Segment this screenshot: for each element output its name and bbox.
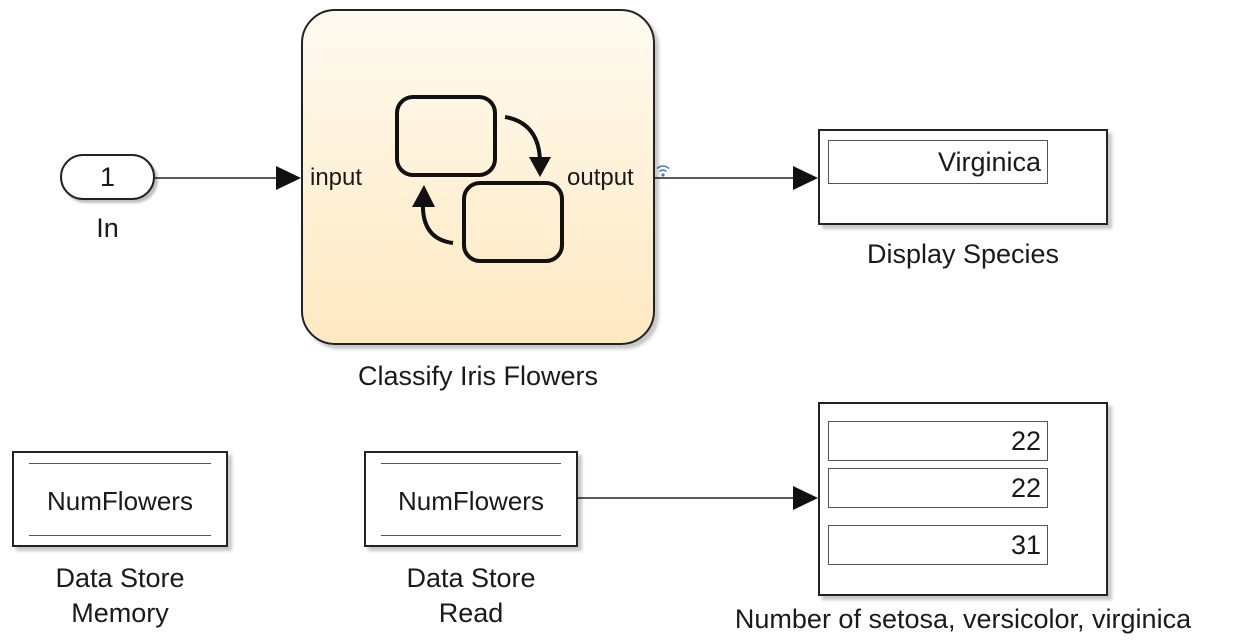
dsm-label-line1: Data Store: [55, 563, 185, 593]
display-species-label: Display Species: [866, 239, 1060, 269]
dsr-label-line1: Data Store: [406, 563, 536, 593]
signal-line-read-to-counts[interactable]: [578, 486, 818, 510]
chart-block-label: Classify Iris Flowers: [357, 361, 599, 391]
inport-block[interactable]: 1: [60, 154, 155, 200]
dsm-label-line2: Memory: [71, 598, 169, 628]
data-store-read-block[interactable]: NumFlowers: [364, 451, 578, 547]
dsm-bottom-rule: [29, 535, 211, 536]
inport-number: 1: [99, 162, 116, 192]
dsr-label-line2: Read: [438, 598, 504, 628]
count-setosa-value: 22: [828, 421, 1048, 461]
chart-output-port-label: output: [567, 164, 634, 191]
signal-line-in-to-chart[interactable]: [155, 166, 301, 190]
display-counts-block[interactable]: 22 22 31: [818, 402, 1108, 596]
count-versicolor-value: 22: [828, 468, 1048, 508]
count-virginica-value: 31: [828, 525, 1048, 565]
chart-input-port-label: input: [310, 164, 363, 191]
dsm-top-rule: [29, 463, 211, 464]
data-store-memory-block[interactable]: NumFlowers: [12, 451, 228, 547]
state-transition-icon: [395, 95, 564, 263]
stateflow-chart-block[interactable]: [301, 9, 655, 345]
inport-label: In: [96, 213, 119, 243]
dsr-variable: NumFlowers: [398, 486, 544, 516]
display-species-value: Virginica: [828, 140, 1048, 184]
dsm-variable: NumFlowers: [47, 486, 193, 516]
signal-line-chart-to-display[interactable]: [655, 166, 818, 190]
display-species-block[interactable]: Virginica: [818, 129, 1108, 225]
dsr-bottom-rule: [381, 535, 561, 536]
dsr-top-rule: [381, 463, 561, 464]
signal-logging-icon[interactable]: [656, 165, 670, 177]
display-counts-label: Number of setosa, versicolor, virginica: [734, 604, 1192, 634]
